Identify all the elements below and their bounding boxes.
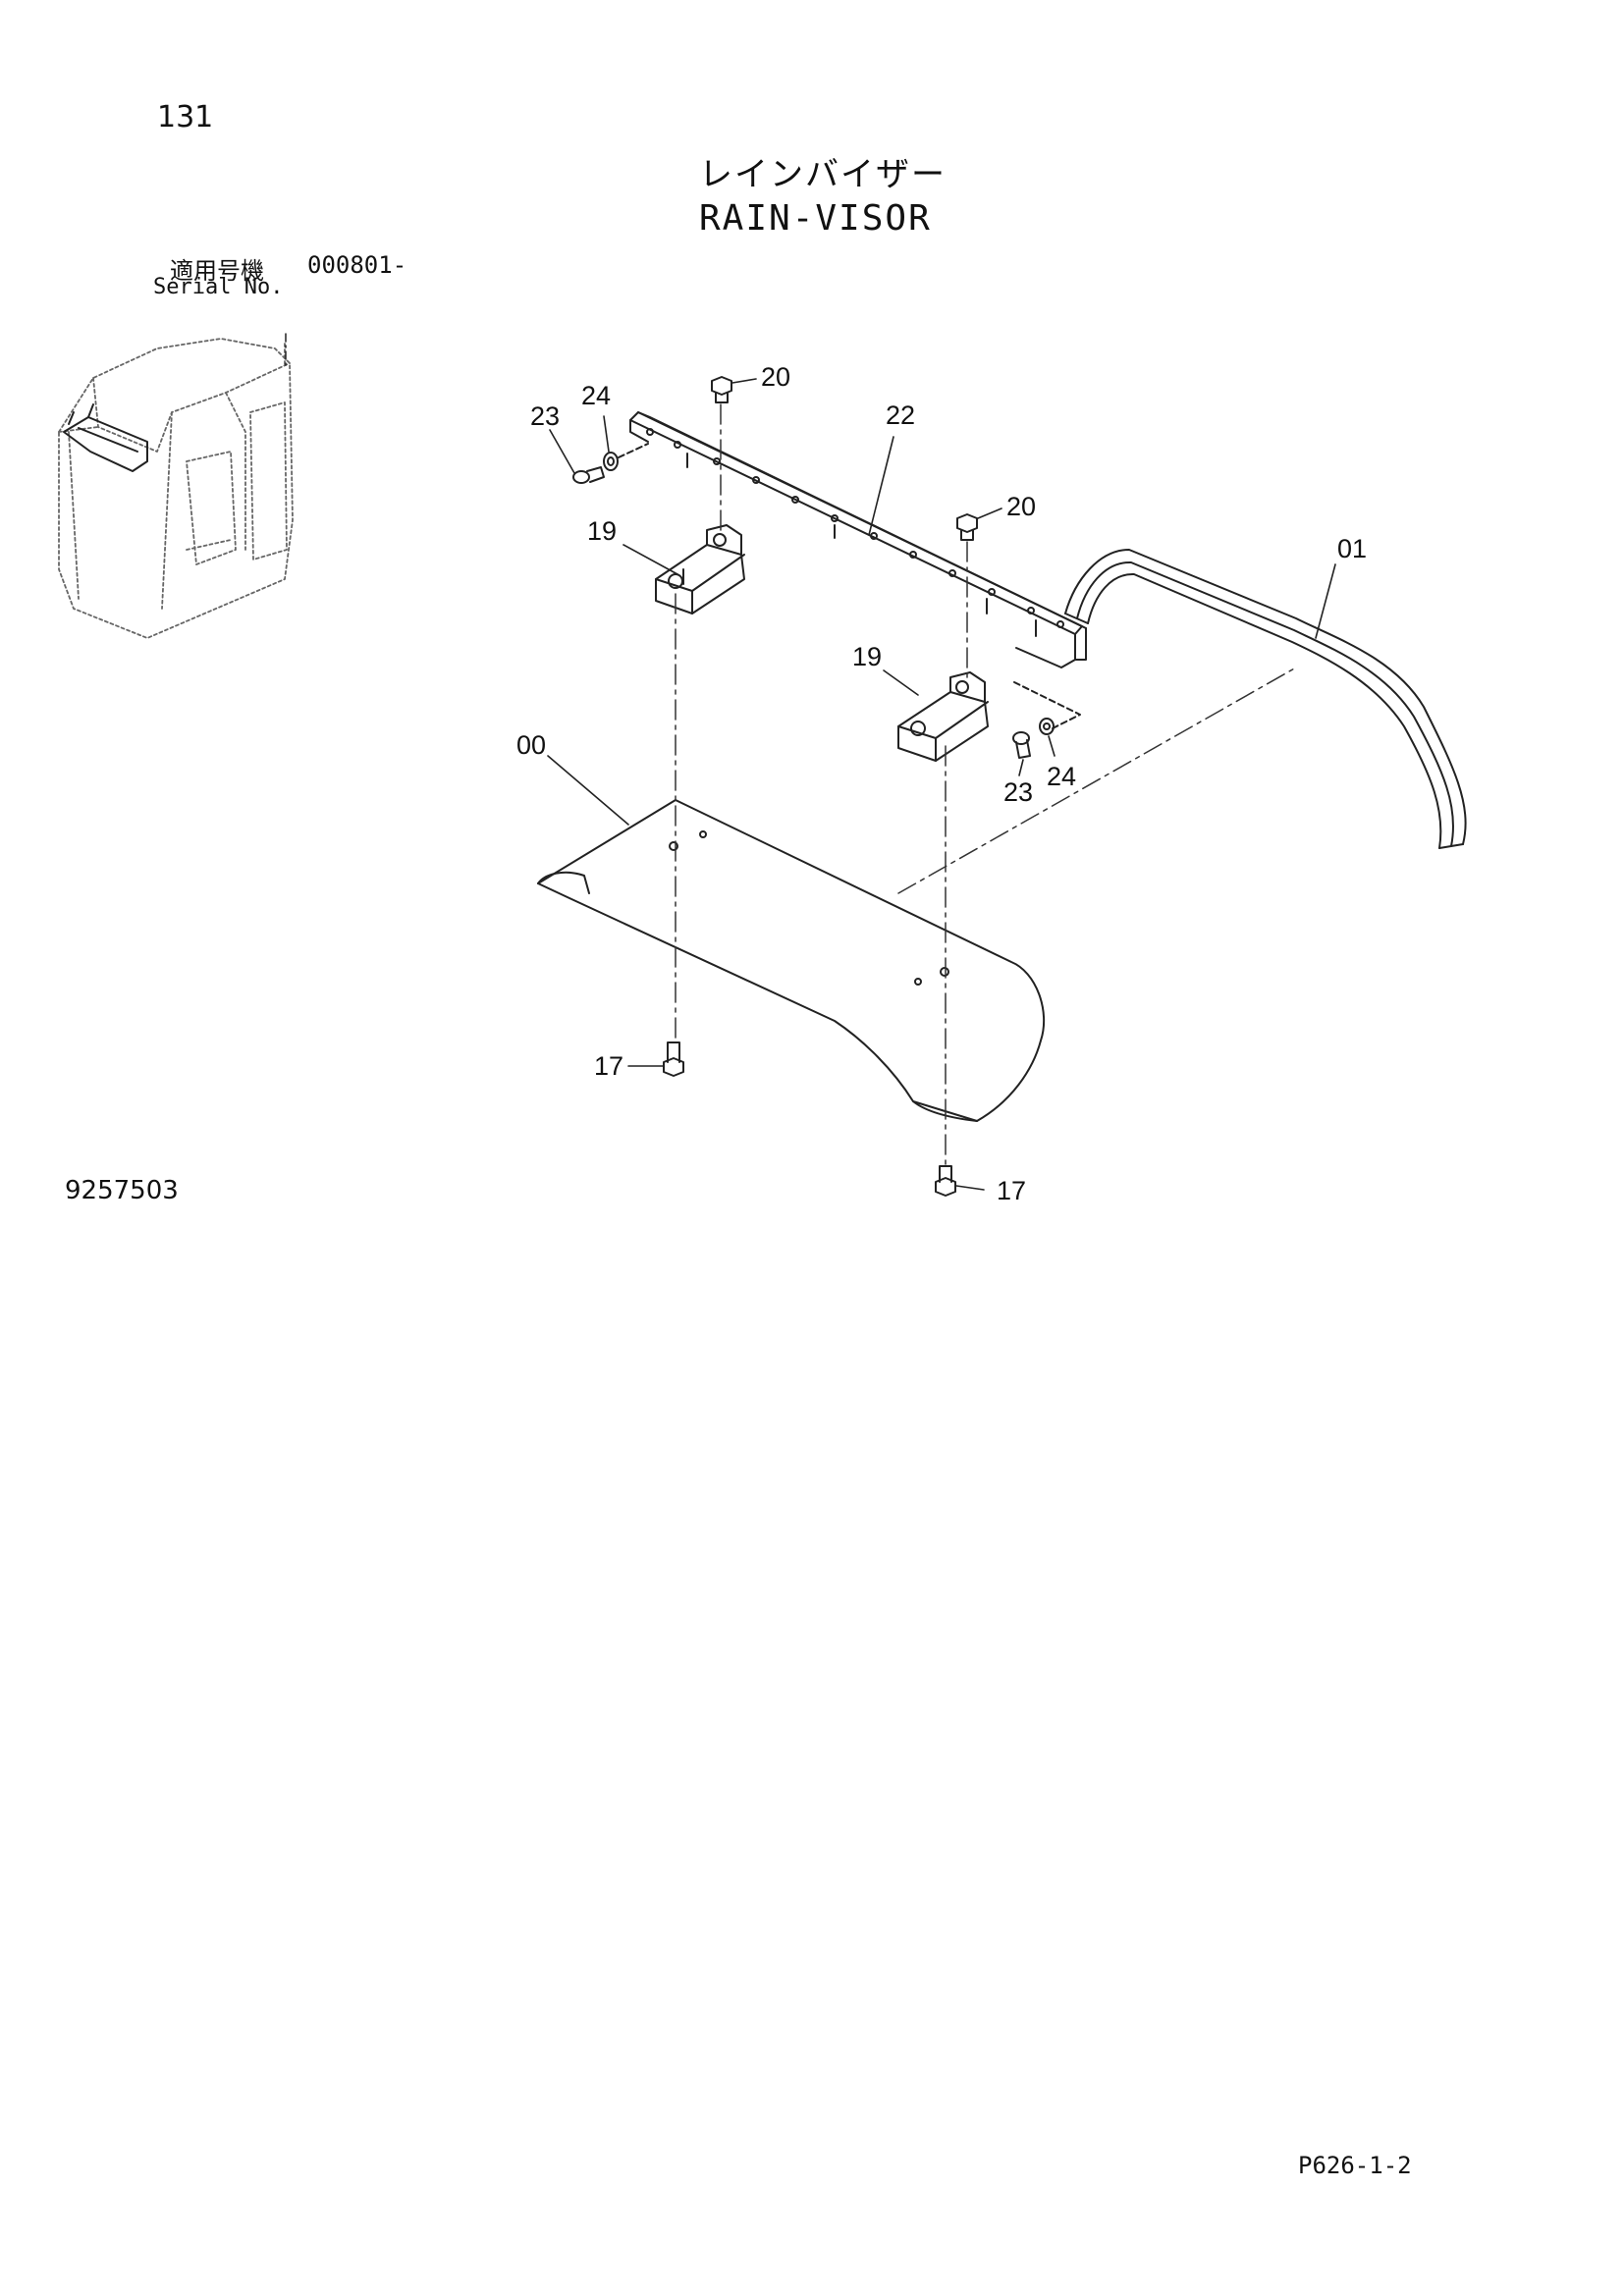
title-english: RAIN-VISOR [699, 198, 932, 239]
cab-thumbnail [58, 338, 294, 639]
page-code: P626-1-2 [1298, 2152, 1412, 2179]
callout-17-upper: 17 [594, 1051, 623, 1081]
callout-24-upper: 24 [581, 381, 611, 410]
callout-23-upper: 23 [530, 401, 560, 431]
callout-17-lower: 17 [997, 1176, 1026, 1205]
callout-20-upper: 20 [761, 362, 790, 392]
cab-visor-highlight [63, 403, 148, 472]
title-japanese: レインバイザー [699, 155, 947, 194]
serial-label-japanese: 適用号機 [170, 257, 264, 285]
part-20-bolt [956, 513, 978, 541]
callout-00: 00 [516, 730, 546, 760]
callout-01: 01 [1337, 534, 1367, 563]
callout-23-lower: 23 [1003, 777, 1033, 807]
callout-24-lower: 24 [1047, 762, 1076, 791]
part-19-bracket [897, 671, 989, 762]
drawing-number: 9257503 [65, 1176, 179, 1205]
part-19-bracket [655, 524, 745, 614]
callout-19-lower: 19 [852, 642, 882, 671]
part-22-rail [629, 411, 1087, 668]
part-24-washer [1039, 718, 1055, 735]
serial-label-english: Serial No. [153, 275, 284, 299]
part-23-screw [572, 466, 605, 484]
page-number: 131 [157, 100, 214, 134]
part-17-bolt [663, 1041, 684, 1077]
callout-19-upper: 19 [587, 516, 617, 546]
part-24-washer [603, 452, 619, 471]
callout-22: 22 [886, 400, 915, 430]
part-23-screw [1012, 731, 1031, 759]
callout-20-lower: 20 [1006, 492, 1036, 521]
part-01-seal [1064, 549, 1467, 849]
part-17-bolt [935, 1165, 956, 1197]
serial-number: 000801- [307, 251, 407, 279]
part-20-bolt [711, 376, 732, 403]
part-00-visor [537, 799, 1046, 1122]
